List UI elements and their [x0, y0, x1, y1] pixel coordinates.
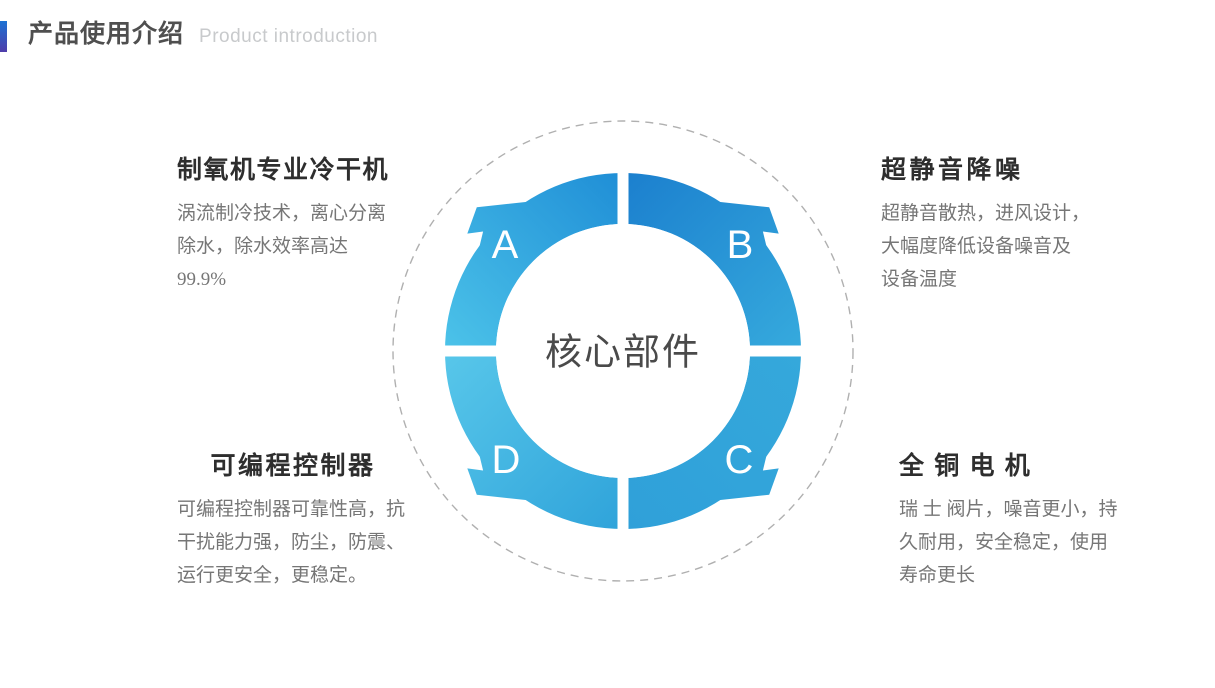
- dashed-outline-circle: [392, 120, 854, 582]
- feature-line: 久耐用，安全稳定，使用: [899, 532, 1109, 553]
- ring-segment-B: [623, 173, 801, 351]
- feature-line: 寿命更长: [899, 565, 976, 586]
- slide-header: 产品使用介绍 Product introduction: [0, 0, 1215, 70]
- feature-block-top-right: 超静音降噪 超静音散热，进风设计， 大幅度降低设备噪音及 设备温度: [881, 154, 1090, 296]
- inner-disc: [496, 224, 750, 478]
- ring-segment-A: [445, 173, 623, 351]
- feature-block-bottom-right: 全 铜 电 机 瑞 士 阀片，噪音更小，持 久耐用，安全稳定，使用 寿命更长: [899, 450, 1118, 592]
- feature-title-silent: 超静音降噪: [881, 157, 1024, 184]
- title-accent-bar: [0, 21, 7, 52]
- feature-line: 瑞 士 阀片，噪音更小，持: [899, 499, 1118, 520]
- feature-block-top-left: 制氧机专业冷干机 涡流制冷技术，离心分离 除水，除水效率高达 99.9%: [177, 154, 389, 296]
- feature-line: 99.9%: [177, 269, 227, 290]
- ring-arrow-A: [467, 201, 528, 254]
- feature-title-motor: 全 铜 电 机: [899, 453, 1032, 480]
- feature-body: 可编程控制器可靠性高，抗 干扰能力强，防尘，防震、 运行更安全，更稳定。: [177, 493, 409, 592]
- feature-line: 除水，除水效率高达: [177, 236, 349, 257]
- cycle-diagram: 核心部件 A B C D: [388, 116, 858, 586]
- diagram-center-label: 核心部件: [545, 332, 701, 374]
- feature-line: 可编程控制器可靠性高，抗: [177, 499, 406, 520]
- feature-line: 干扰能力强，防尘，防震、: [177, 532, 406, 553]
- feature-body: 涡流制冷技术，离心分离 除水，除水效率高达 99.9%: [177, 197, 389, 296]
- ring-segment-D: [445, 351, 623, 529]
- feature-title-dryer: 制氧机专业冷干机: [177, 157, 390, 184]
- feature-line: 超静音散热，进风设计，: [881, 203, 1091, 224]
- ring-letter-A: A: [492, 223, 519, 267]
- ring-segment-C: [623, 351, 801, 529]
- feature-line: 设备温度: [881, 269, 958, 290]
- ring-letter-C: C: [725, 438, 754, 482]
- title-row: 产品使用介绍 Product introduction: [28, 18, 378, 50]
- ring-letter-D: D: [492, 438, 521, 482]
- feature-title-plc: 可编程控制器: [210, 453, 376, 480]
- feature-line: 大幅度降低设备噪音及: [881, 236, 1072, 257]
- cycle-diagram-svg: 核心部件 A B C D: [392, 120, 854, 582]
- feature-body: 瑞 士 阀片，噪音更小，持 久耐用，安全稳定，使用 寿命更长: [899, 493, 1118, 592]
- feature-block-bottom-left: 可编程控制器 可编程控制器可靠性高，抗 干扰能力强，防尘，防震、 运行更安全，更…: [177, 450, 409, 592]
- ring-letter-B: B: [727, 223, 754, 267]
- feature-body: 超静音散热，进风设计， 大幅度降低设备噪音及 设备温度: [881, 197, 1090, 296]
- slide-subtitle: Product introduction: [199, 26, 379, 47]
- slide-title: 产品使用介绍: [28, 20, 185, 48]
- ring-arrow-D: [467, 448, 528, 501]
- ring-arrow-C: [718, 448, 779, 501]
- feature-line: 运行更安全，更稳定。: [177, 565, 368, 586]
- ring-arrow-B: [718, 201, 779, 254]
- feature-line: 涡流制冷技术，离心分离: [177, 203, 387, 224]
